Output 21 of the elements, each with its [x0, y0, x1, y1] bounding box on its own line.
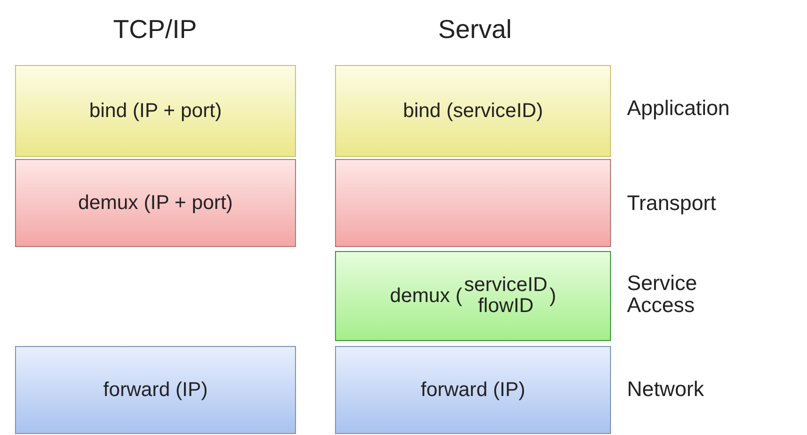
service-access-layer-box — [335, 251, 611, 341]
column-heading: Serval — [437, 16, 513, 44]
box-text: forward (IP) — [420, 380, 526, 400]
layer-label: Transport — [627, 193, 718, 216]
application-layer-box — [15, 65, 296, 157]
box-text: serviceID flowID — [464, 275, 548, 317]
transport-layer-box — [15, 159, 296, 247]
column-heading: TCP/IP — [112, 16, 198, 44]
network-layer-box — [15, 346, 296, 434]
application-layer-box — [335, 65, 611, 157]
box-text: bind (IP + port) — [89, 100, 222, 122]
layer-label: Service Access — [627, 273, 698, 318]
box-text: demux (IP + port) — [78, 192, 233, 214]
network-layer-box — [335, 346, 611, 434]
box-text: forward (IP) — [103, 380, 208, 400]
layer-label: Application — [627, 98, 731, 120]
layer-label: Network — [627, 379, 706, 402]
box-text: demux ( — [390, 286, 462, 306]
box-text: bind (serviceID) — [402, 100, 544, 122]
transport-layer-box — [335, 159, 611, 247]
box-text: ) — [549, 286, 556, 306]
